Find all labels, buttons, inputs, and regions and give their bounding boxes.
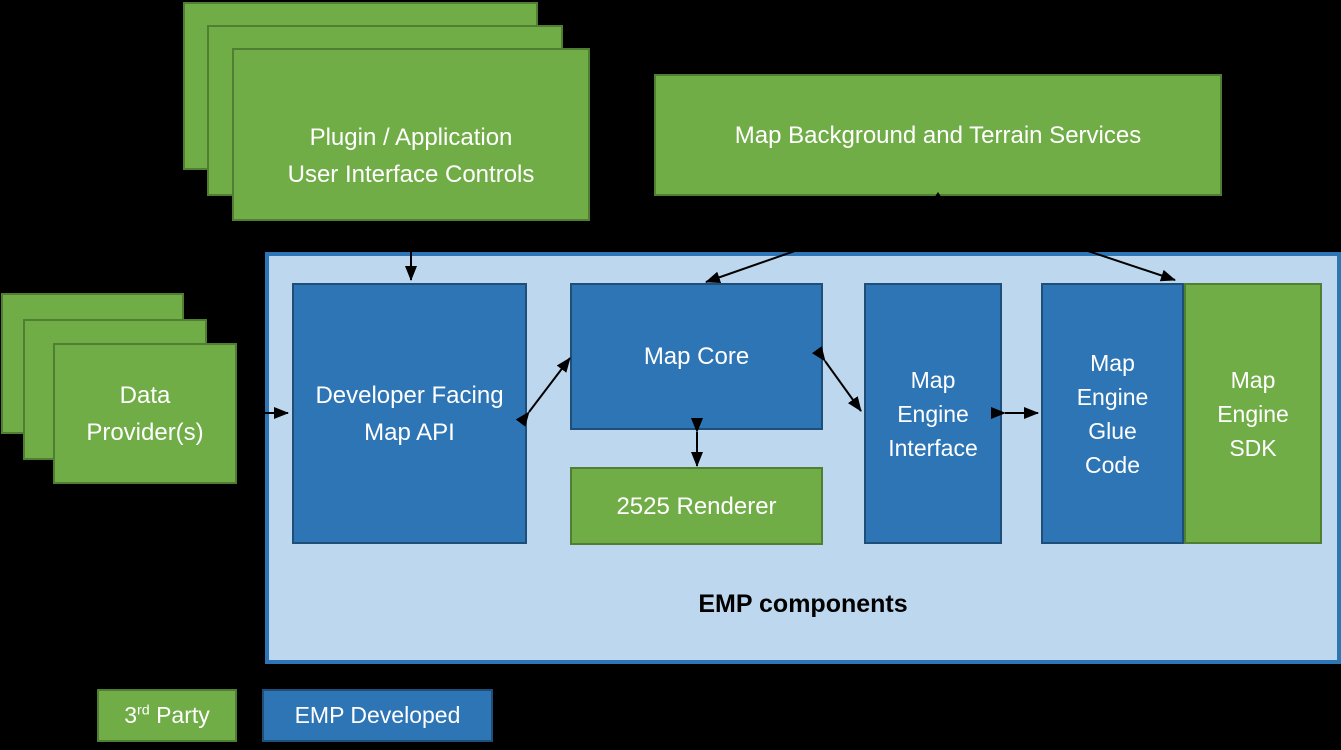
engine-sdk-label-line3: SDK bbox=[1229, 434, 1277, 461]
data-providers-box: Data Provider(s) bbox=[53, 343, 237, 484]
legend-third-party-label: 3rd Party bbox=[124, 702, 210, 728]
developer-facing-map-api-box: Developer Facing Map API bbox=[292, 283, 527, 544]
engine-interface-label-line1: Map bbox=[910, 366, 956, 393]
engine-sdk-label-line1: Map bbox=[1230, 366, 1276, 393]
engine-glue-label-line3: Glue bbox=[1088, 417, 1137, 444]
legend-third-party: 3rd Party bbox=[97, 689, 237, 742]
legend-emp-developed-label: EMP Developed bbox=[294, 702, 461, 728]
plugin-stack-box: Plugin / Application User Interface Cont… bbox=[232, 48, 590, 221]
legend-third-party-superscript: rd bbox=[137, 702, 150, 719]
map-core-label: Map Core bbox=[643, 343, 750, 370]
map-engine-glue-code-box: Map Engine Glue Code bbox=[1041, 283, 1184, 544]
plugin-stack-label-line1: Plugin / Application bbox=[309, 123, 513, 151]
plugin-stack-label-line2: User Interface Controls bbox=[287, 160, 535, 188]
emp-components-label: EMP components bbox=[698, 590, 908, 618]
engine-interface-label-line3: Interface bbox=[888, 434, 978, 461]
map-engine-interface-box: Map Engine Interface bbox=[864, 283, 1002, 544]
renderer-2525-box: 2525 Renderer bbox=[570, 467, 823, 545]
engine-glue-label-line4: Code bbox=[1085, 451, 1140, 478]
engine-interface-label-line2: Engine bbox=[897, 400, 969, 427]
legend-emp-developed: EMP Developed bbox=[262, 689, 493, 742]
engine-sdk-label-line2: Engine bbox=[1217, 400, 1289, 427]
data-providers-label-line1: Data bbox=[119, 381, 171, 409]
engine-glue-label-line1: Map bbox=[1090, 349, 1135, 376]
map-background-services-box: Map Background and Terrain Services bbox=[654, 74, 1222, 196]
data-providers-label-line2: Provider(s) bbox=[86, 418, 204, 446]
engine-glue-label-line2: Engine bbox=[1076, 383, 1149, 410]
renderer-2525-label: 2525 Renderer bbox=[616, 492, 777, 520]
map-core-box: Map Core bbox=[570, 283, 823, 430]
developer-api-label-line1: Developer Facing bbox=[315, 381, 504, 409]
map-engine-sdk-box: Map Engine SDK bbox=[1184, 283, 1322, 544]
developer-api-label-line2: Map API bbox=[364, 418, 455, 446]
map-background-services-label: Map Background and Terrain Services bbox=[734, 121, 1142, 149]
